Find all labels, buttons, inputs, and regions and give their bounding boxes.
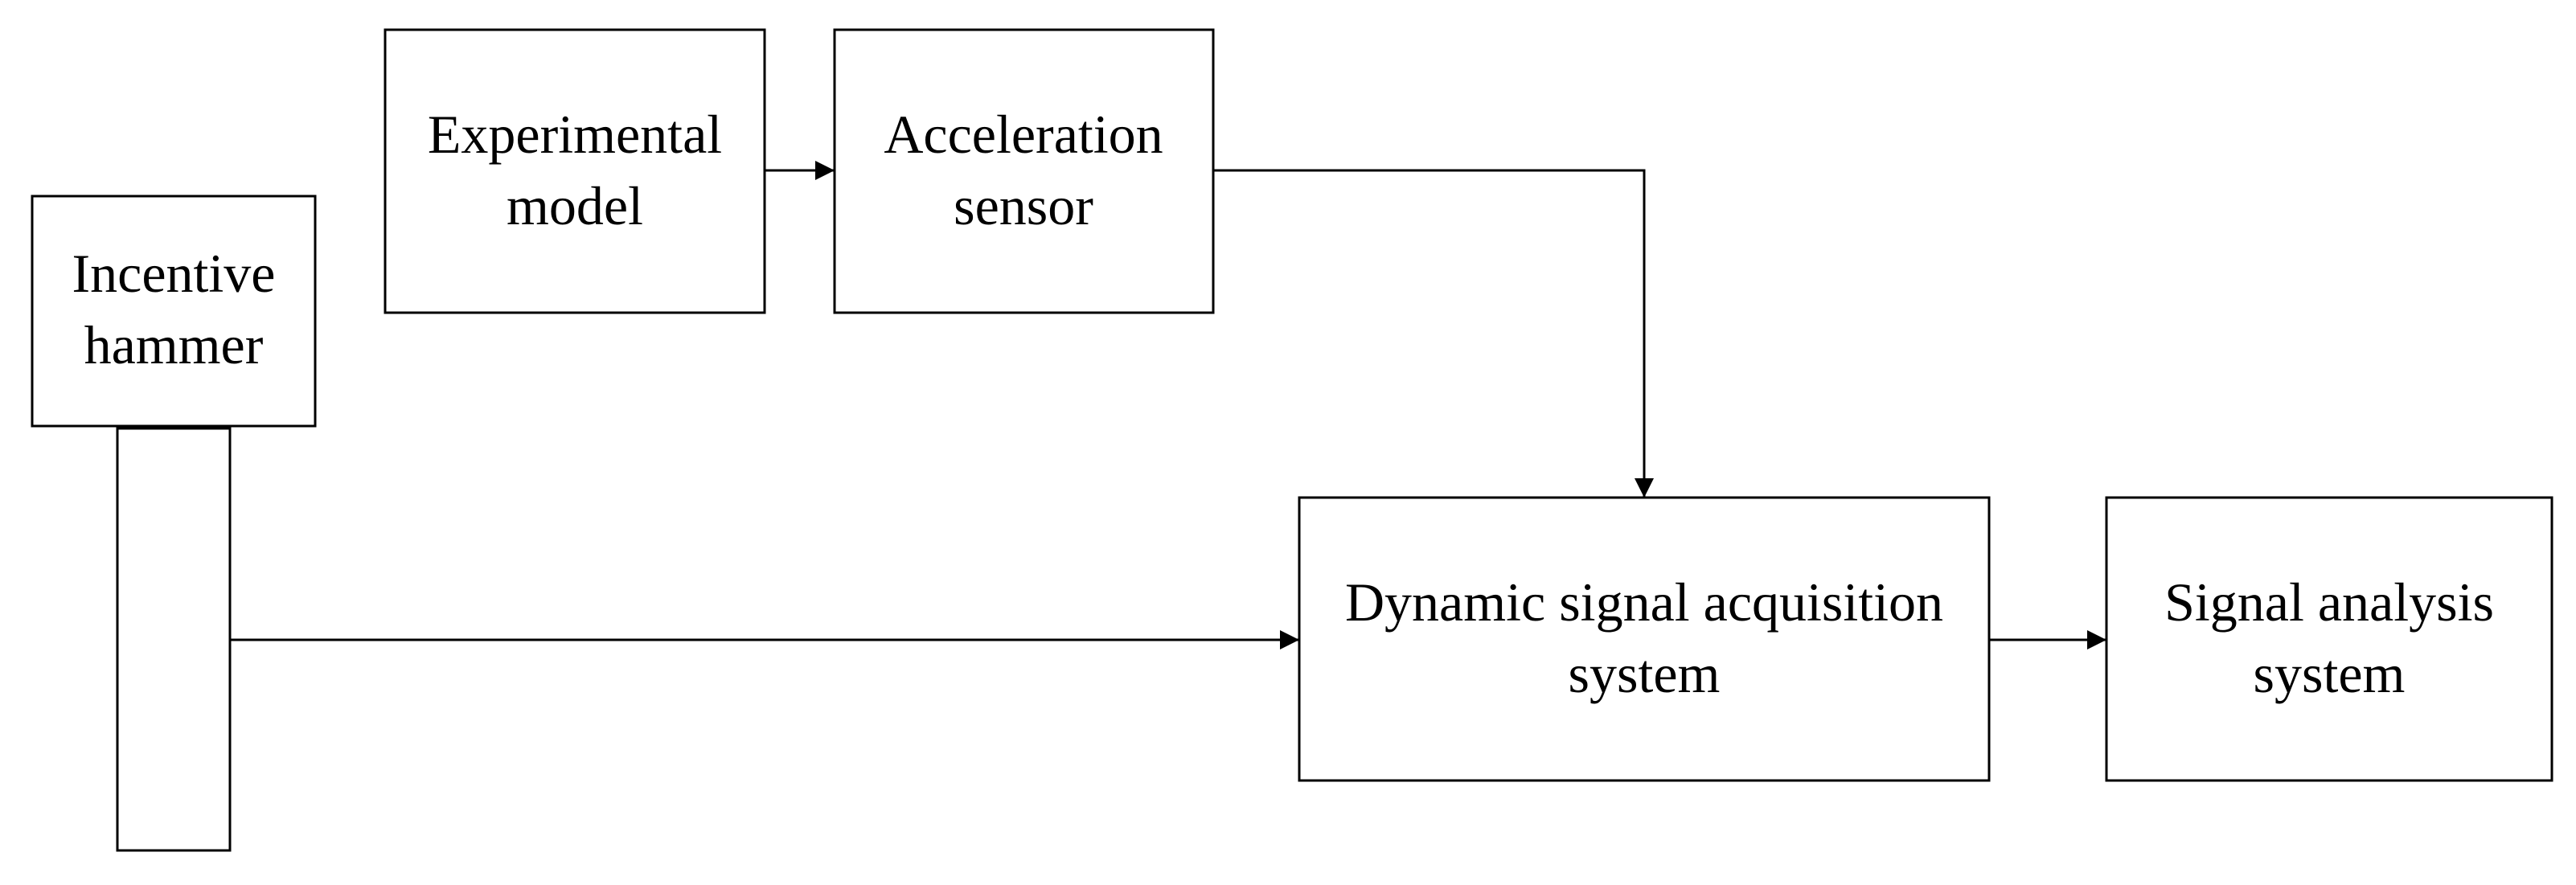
- incentive-hammer-label-line1: Incentive: [72, 243, 276, 304]
- node-experimental-model: Experimental model: [384, 28, 766, 314]
- arrow-acceleration-sensor-to-dynamic-signal-acquisition: [1213, 169, 1654, 498]
- signal-analysis-label-line2: system: [2254, 643, 2406, 704]
- dynamic-signal-acquisition-label-line1: Dynamic signal acquisition: [1345, 572, 1943, 633]
- experimental-model-label-line1: Experimental: [428, 104, 722, 165]
- node-acceleration-sensor: Acceleration sensor: [833, 28, 1215, 314]
- node-dynamic-signal-acquisition: Dynamic signal acquisition system: [1298, 496, 1991, 782]
- incentive-hammer-handle: [116, 427, 232, 852]
- acceleration-sensor-box: [833, 28, 1215, 314]
- incentive-hammer-head: [31, 195, 317, 428]
- dynamic-signal-acquisition-box: [1298, 496, 1991, 782]
- incentive-hammer-label-line2: hammer: [84, 314, 264, 375]
- signal-analysis-box: [2105, 496, 2553, 782]
- node-signal-analysis: Signal analysis system: [2105, 496, 2553, 782]
- dynamic-signal-acquisition-label-line2: system: [1569, 643, 1721, 704]
- experimental-model-box: [384, 28, 766, 314]
- acceleration-sensor-label-line2: sensor: [954, 175, 1093, 236]
- acceleration-sensor-label-line1: Acceleration: [884, 104, 1163, 165]
- experimental-model-label-line2: model: [507, 175, 643, 236]
- node-incentive-hammer: Incentive hammer: [31, 195, 317, 852]
- signal-analysis-label-line1: Signal analysis: [2164, 572, 2494, 633]
